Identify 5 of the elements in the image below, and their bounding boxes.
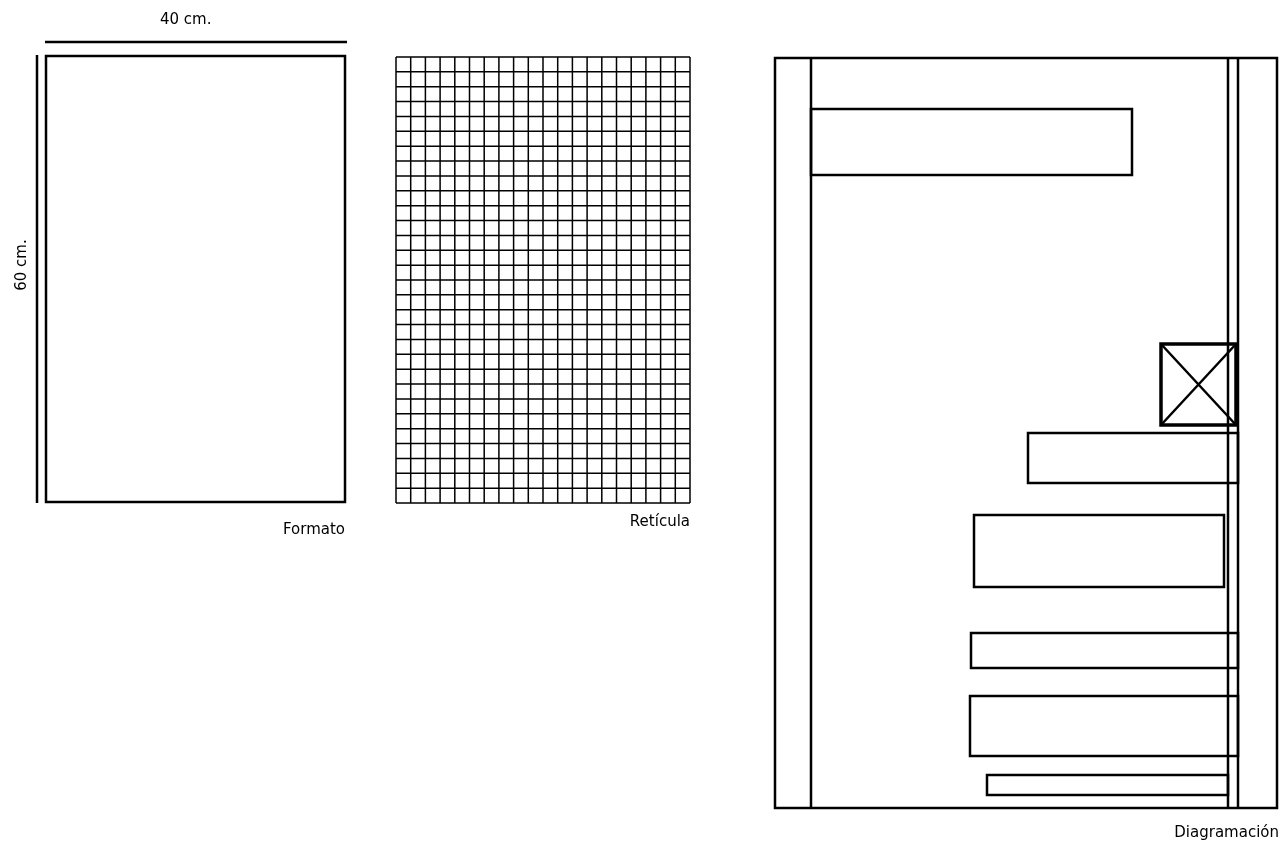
caption: Retícula <box>629 512 690 530</box>
dimension-label: 40 cm. <box>160 10 212 28</box>
dimension-label: 60 cm. <box>11 239 30 291</box>
caption: Formato <box>282 520 345 538</box>
caption: Diagramación <box>1174 823 1279 841</box>
